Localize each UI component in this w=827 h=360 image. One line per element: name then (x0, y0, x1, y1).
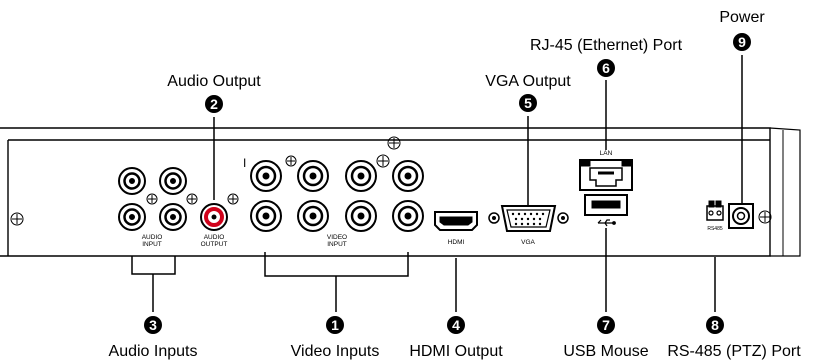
callout-label-video-inputs: Video Inputs (291, 343, 380, 360)
callout-badge-4: 4 (447, 316, 465, 334)
callout-label-audio-output: Audio Output (167, 73, 261, 90)
audio-input-label-1: AUDIO (142, 234, 163, 241)
callout-number-4: 4 (452, 317, 460, 333)
callout-number-8: 8 (711, 317, 719, 333)
callout-badge-1: 1 (326, 316, 344, 334)
callout-number-3: 3 (149, 317, 157, 333)
audio-input-label-2: INPUT (142, 241, 162, 248)
callout-label-power: Power (719, 9, 765, 26)
audio-output-label-1: AUDIO (204, 234, 225, 241)
callout-number-6: 6 (602, 60, 610, 76)
callout-number-2: 2 (210, 96, 218, 112)
callout-badge-6: 6 (597, 59, 615, 77)
callout-badge-9: 9 (733, 33, 751, 51)
video-input-jacks (250, 160, 424, 232)
hdmi-label: HDMI (448, 239, 465, 246)
callout-badge-3: 3 (144, 316, 162, 334)
usb-port (584, 194, 628, 216)
audio-output-label-2: OUTPUT (201, 241, 228, 248)
rs485-terminal (706, 200, 724, 221)
usb-icon (597, 219, 616, 227)
callout-label-vga-output: VGA Output (485, 73, 571, 90)
rear-panel (0, 127, 801, 257)
callout-number-9: 9 (738, 34, 746, 50)
callout-number-5: 5 (524, 95, 532, 111)
video-input-label-1: VIDEO (327, 234, 347, 241)
leader-lines (131, 55, 743, 312)
callout-badge-8: 8 (706, 316, 724, 334)
callout-number-7: 7 (602, 317, 610, 333)
callout-label-rj45-port: RJ-45 (Ethernet) Port (530, 37, 683, 54)
callout-badge-2: 2 (205, 95, 223, 113)
callout-label-usb-mouse: USB Mouse (563, 343, 648, 360)
lan-port (579, 159, 633, 191)
callout-label-audio-inputs: Audio Inputs (109, 343, 198, 360)
callout-number-1: 1 (331, 317, 339, 333)
channel-mark: I (243, 156, 246, 170)
audio-input-jacks (118, 167, 187, 231)
vga-label: VGA (521, 239, 535, 246)
audio-output-jack (200, 203, 228, 231)
callout-badge-5: 5 (519, 94, 537, 112)
callout-badge-7: 7 (597, 316, 615, 334)
vga-port (488, 205, 569, 232)
hdmi-port (434, 211, 478, 231)
callout-label-hdmi-output: HDMI Output (409, 343, 503, 360)
rs485-label: RS485 (707, 226, 723, 232)
video-input-label-2: INPUT (327, 241, 347, 248)
power-jack (728, 203, 754, 229)
ground-screw-icon (10, 136, 772, 226)
callout-label-rs485-port: RS-485 (PTZ) Port (667, 343, 801, 360)
lan-label: LAN (600, 150, 613, 157)
